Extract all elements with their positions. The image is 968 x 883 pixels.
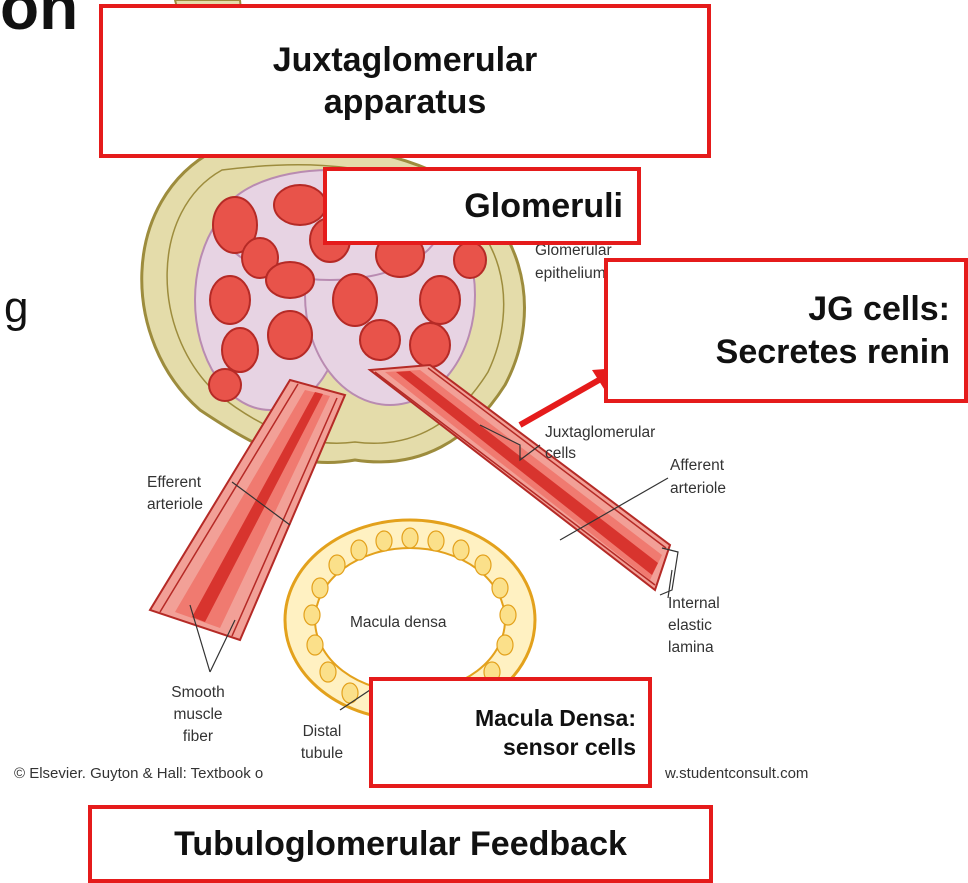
callout-juxtaglomerular-apparatus-line1: Juxtaglomerular: [273, 39, 538, 82]
callout-jg-cells-line1: JG cells:: [808, 288, 950, 331]
callout-jg-cells-line2: Secretes renin: [716, 331, 950, 374]
callout-tubuloglomerular-feedback-text: Tubuloglomerular Feedback: [174, 823, 627, 866]
callout-jg-cells: JG cells: Secretes renin: [604, 258, 968, 403]
callout-macula-densa: Macula Densa: sensor cells: [369, 677, 652, 788]
callout-tubuloglomerular-feedback: Tubuloglomerular Feedback: [88, 805, 713, 883]
label-macula-densa: Macula densa: [350, 614, 447, 631]
callout-glomeruli-text: Glomeruli: [464, 185, 623, 228]
callout-macula-densa-line2: sensor cells: [503, 733, 636, 762]
copyright-caption-right: w.studentconsult.com: [665, 765, 808, 782]
callout-macula-densa-line1: Macula Densa:: [475, 704, 636, 733]
callout-juxtaglomerular-apparatus-line2: apparatus: [324, 81, 487, 124]
copyright-caption-left: © Elsevier. Guyton & Hall: Textbook o: [14, 765, 263, 782]
callout-juxtaglomerular-apparatus: Juxtaglomerular apparatus: [99, 4, 711, 158]
callout-glomeruli: Glomeruli: [323, 167, 641, 245]
